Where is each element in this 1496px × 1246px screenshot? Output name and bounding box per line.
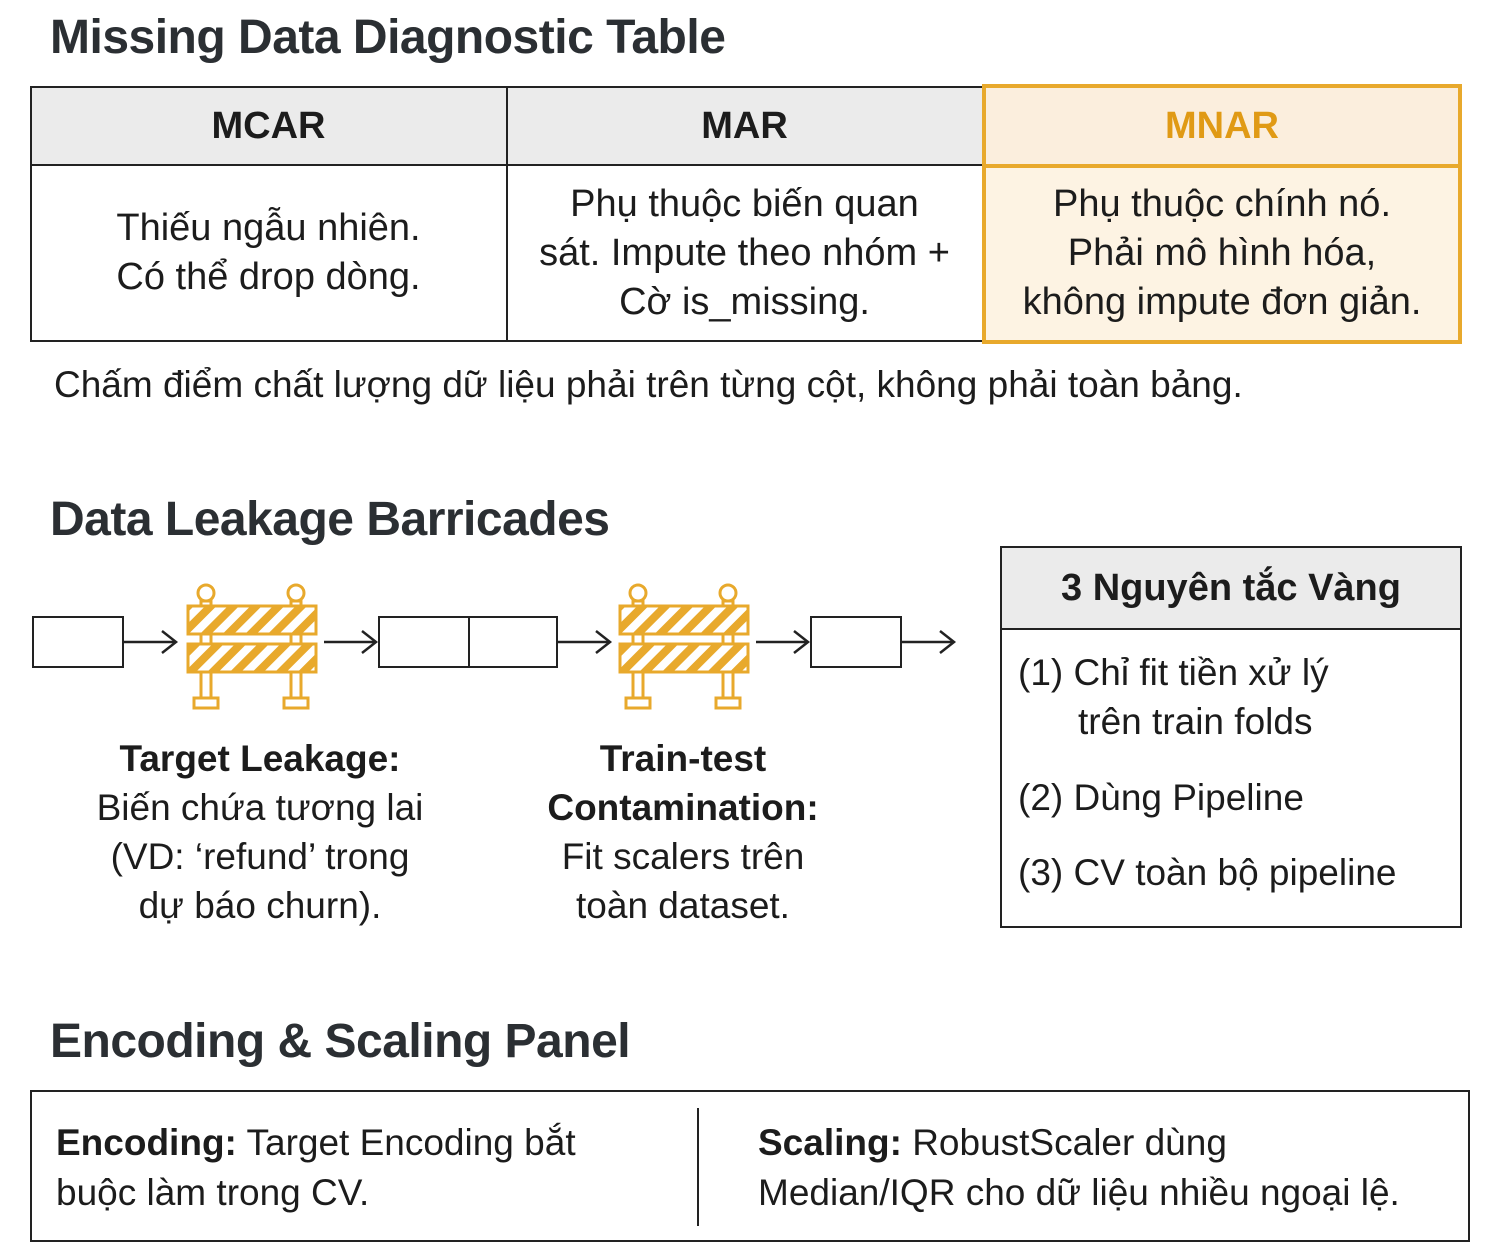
cell-mcar: Thiếu ngẫu nhiên. Có thể drop dòng. bbox=[30, 166, 507, 342]
arrow-icon bbox=[124, 630, 179, 654]
target-leakage-line: dự báo churn). bbox=[138, 885, 382, 926]
train-test-caption: Train-test Contamination: Fit scalers tr… bbox=[480, 734, 886, 930]
rule-item-1: (1) Chỉ fit tiền xử lý bbox=[1018, 648, 1329, 697]
target-leakage-caption: Target Leakage: Biến chứa tương lai (VD:… bbox=[50, 734, 470, 930]
rule-number: (3) bbox=[1018, 852, 1064, 893]
encoding-label: Encoding: bbox=[56, 1122, 237, 1163]
golden-rules-box: 3 Nguyên tắc Vàng (1) Chỉ fit tiền xử lý… bbox=[1000, 546, 1462, 928]
rule-text: Chỉ fit tiền xử lý bbox=[1073, 652, 1329, 693]
quality-note: Chấm điểm chất lượng dữ liệu phải trên t… bbox=[54, 364, 1243, 405]
encoding-scaling-panel: Encoding: Target Encoding bắt buộc làm t… bbox=[30, 1090, 1470, 1242]
barricade-icon bbox=[186, 583, 318, 710]
mnar-header-divider bbox=[982, 164, 1462, 168]
mar-line: sát. Impute theo nhóm + bbox=[539, 231, 950, 274]
scaling-text: Scaling: RobustScaler dùng Median/IQR ch… bbox=[758, 1118, 1400, 1218]
header-mcar: MCAR bbox=[30, 86, 507, 166]
flow-box-input bbox=[32, 616, 124, 668]
header-mar: MAR bbox=[507, 86, 982, 166]
rule-number: (1) bbox=[1018, 652, 1064, 693]
table-divider bbox=[506, 86, 508, 342]
mar-line: Phụ thuộc biến quan bbox=[570, 182, 919, 225]
target-leakage-line: Biến chứa tương lai bbox=[96, 787, 424, 828]
scaling-desc: RobustScaler dùng bbox=[901, 1122, 1227, 1163]
golden-rules-header: 3 Nguyên tắc Vàng bbox=[1002, 548, 1460, 630]
table-border-left bbox=[30, 86, 32, 342]
rule-item-1-cont: trên train folds bbox=[1078, 701, 1313, 742]
mnar-line: Phải mô hình hóa, bbox=[1067, 231, 1377, 274]
cell-mar: Phụ thuộc biến quan sát. Impute theo nhó… bbox=[507, 166, 982, 342]
mnar-line: Phụ thuộc chính nó. bbox=[1052, 182, 1391, 225]
arrow-icon bbox=[558, 630, 613, 654]
encoding-text: Encoding: Target Encoding bắt buộc làm t… bbox=[56, 1118, 576, 1218]
encoding-desc: Target Encoding bắt bbox=[236, 1122, 576, 1163]
arrow-icon bbox=[902, 630, 957, 654]
train-test-line: Fit scalers trên bbox=[561, 836, 805, 877]
flow-box-split bbox=[378, 616, 558, 668]
arrow-icon bbox=[324, 630, 379, 654]
header-mnar: MNAR bbox=[982, 86, 1462, 166]
rule-item-3: (3) CV toàn bộ pipeline bbox=[1018, 848, 1396, 897]
flow-box-output bbox=[810, 616, 902, 668]
mcar-line: Thiếu ngẫu nhiên. bbox=[116, 207, 421, 249]
rule-text: CV toàn bộ pipeline bbox=[1073, 852, 1397, 893]
panel-divider bbox=[697, 1108, 699, 1226]
missing-data-table: MCAR MAR MNAR Thiếu ngẫu nhiên. Có thể d… bbox=[30, 84, 1462, 344]
target-leakage-line: (VD: ‘refund’ trong bbox=[110, 836, 410, 877]
train-test-line: toàn dataset. bbox=[576, 885, 790, 926]
train-test-title: Train-test bbox=[599, 738, 767, 779]
rule-text: Dùng Pipeline bbox=[1073, 777, 1304, 818]
rule-number: (2) bbox=[1018, 777, 1064, 818]
encoding-desc-line2: buộc làm trong CV. bbox=[56, 1172, 370, 1213]
rule-item-2: (2) Dùng Pipeline bbox=[1018, 773, 1304, 822]
mcar-line: Có thể drop dòng. bbox=[116, 256, 421, 298]
cell-mnar: Phụ thuộc chính nó. Phải mô hình hóa, kh… bbox=[982, 166, 1462, 342]
arrow-icon bbox=[756, 630, 811, 654]
scaling-desc-line2: Median/IQR cho dữ liệu nhiều ngoại lệ. bbox=[758, 1172, 1400, 1213]
barricade-icon bbox=[618, 583, 750, 710]
leakage-title: Data Leakage Barricades bbox=[50, 493, 610, 546]
encoding-title: Encoding & Scaling Panel bbox=[50, 1015, 631, 1068]
train-test-title: Contamination: bbox=[547, 787, 819, 828]
flow-box-divider bbox=[468, 618, 470, 666]
mnar-line: không impute đơn giản. bbox=[1022, 280, 1422, 323]
scaling-label: Scaling: bbox=[758, 1122, 902, 1163]
missing-data-title: Missing Data Diagnostic Table bbox=[50, 11, 726, 64]
mar-line: Cờ is_missing. bbox=[619, 280, 870, 323]
target-leakage-title: Target Leakage: bbox=[119, 738, 401, 779]
